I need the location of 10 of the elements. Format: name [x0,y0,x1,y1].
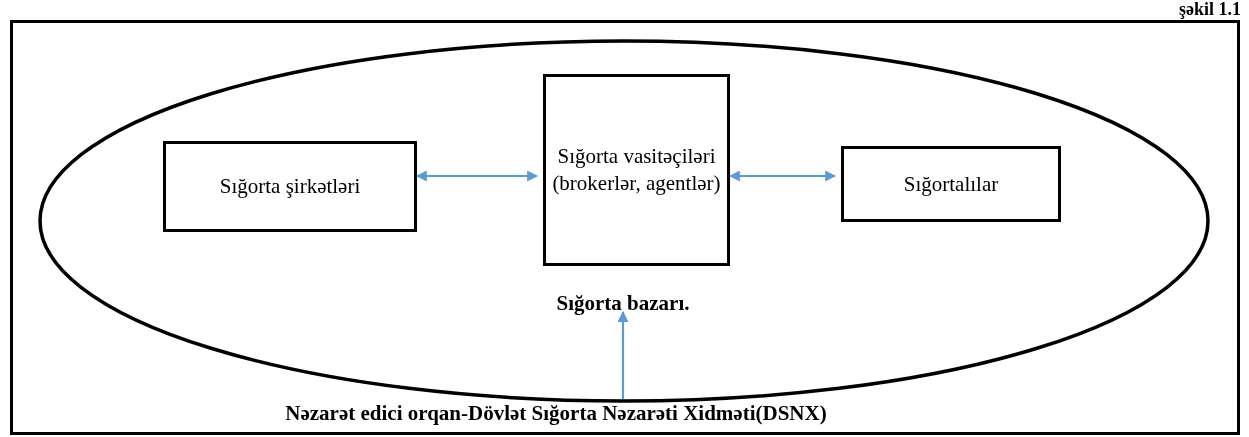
entity-box: Sığorta vasitəçiləri (brokerlər, agentlər) [543,74,730,266]
market-label: Sığorta bazarı. [523,290,723,316]
frame-border [10,20,1240,435]
arrow [617,310,629,399]
regulator-label: Nəzarət edici orqan-Dövlət Sığorta Nəzarəti Xidməti(DSNX) [233,400,879,428]
figure-caption: şəkil 1.1 [1179,0,1241,19]
arrow [415,170,539,182]
arrow [728,170,837,182]
entity-box: Sığorta şirkətləri [163,141,417,232]
entity-box: Sığortalılar [841,146,1061,222]
